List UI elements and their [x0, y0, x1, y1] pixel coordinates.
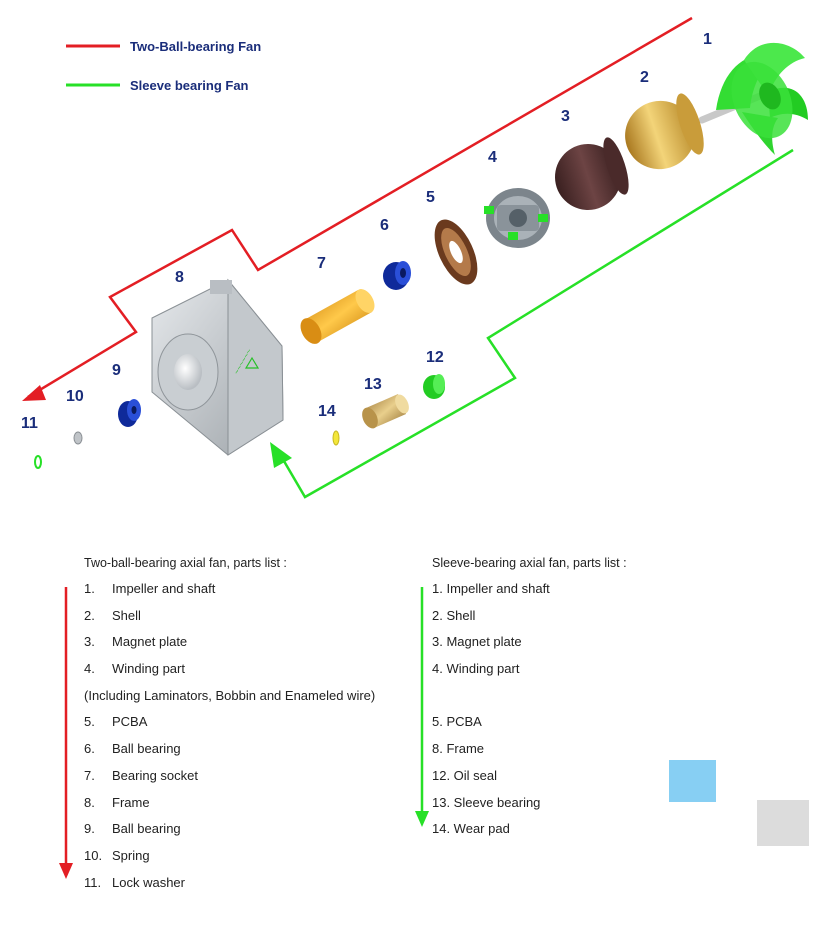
sleeve-parts-list: 1. Impeller and shaft 2. Shell 3. Magnet p…: [432, 576, 550, 843]
ball-list-item-number: 8.: [84, 794, 95, 810]
part-number-1: 1: [703, 31, 712, 48]
ball-list-item-text: PCBA: [112, 714, 148, 730]
ball-list-item-number: 1.: [84, 581, 95, 596]
ball-bearing-path: [27, 16, 693, 399]
ball-list-item: 2. Shell: [84, 603, 375, 630]
shell-part: [625, 93, 704, 170]
sleeve-list-item: 2. Shell: [432, 607, 476, 623]
sleeve-list-heading: Sleeve-bearing axial fan, parts list :: [432, 556, 627, 570]
legend-label-ball: Two-Ball-bearing Fan: [130, 39, 261, 54]
part-number-13: 13: [364, 376, 382, 393]
ball-list-item-text: Shell: [112, 607, 141, 623]
ball-list-item-number: 5.: [84, 714, 95, 730]
ball-list-heading: Two-ball-bearing axial fan, parts list :: [84, 556, 287, 570]
ball-list-item: 3. Magnet plate: [84, 629, 375, 656]
sleeve-bearing-part: [362, 394, 409, 429]
ball-list-item-text: Frame: [112, 794, 150, 810]
ball-list-item-text: Spring: [112, 847, 150, 863]
ball-list-item-number: 10.: [84, 847, 103, 863]
ball-list-item-number: 2.: [84, 607, 95, 623]
ball-list-item-number: 7.: [84, 767, 95, 783]
ball-list-item: 4. Winding part: [84, 656, 375, 683]
part-number-5: 5: [426, 189, 435, 206]
ball-list-item-text: Winding part: [112, 661, 185, 677]
spring-part: [73, 431, 83, 445]
ball-list-item-text: Ball bearing: [112, 821, 181, 837]
ball-list-item-text: Bearing socket: [112, 767, 198, 783]
sleeve-list-item: 5. PCBA: [432, 714, 482, 730]
impeller-part: [698, 42, 808, 155]
ball-list-item: 11. Lock washer: [84, 870, 375, 897]
lock-washer-part: [34, 455, 42, 469]
ball-bearing-part-9: [118, 399, 141, 427]
pcba-part: [434, 219, 478, 285]
sleeve-list-item: 4. Winding part: [432, 661, 520, 677]
ball-list-item-number: 4.: [84, 661, 95, 677]
part-number-7: 7: [317, 255, 326, 272]
bearing-socket-part: [300, 289, 375, 344]
ball-list-item: 10. Spring: [84, 843, 375, 870]
legend-label-sleeve: Sleeve bearing Fan: [130, 78, 249, 93]
part-number-11: 11: [21, 415, 38, 432]
sleeve-list-item: 3. Magnet plate: [432, 634, 522, 650]
ball-list-item-number: 6.: [84, 741, 95, 757]
part-number-4: 4: [488, 149, 497, 166]
sleeve-list-item: 13. Sleeve bearing: [432, 794, 541, 810]
gray-swatch: [757, 800, 809, 846]
sleeve-list-arrow: [415, 587, 429, 827]
ball-bearing-path-arrowhead: [22, 385, 46, 401]
ball-bearing-part-6: [383, 261, 411, 290]
blue-swatch: [669, 760, 716, 802]
part-number-9: 9: [112, 362, 121, 379]
part-number-14: 14: [318, 403, 336, 420]
ball-list-item: (Including Laminators, Bobbin and Enamel…: [84, 683, 375, 710]
exploded-fan-diagram: Two-Ball-bearing Fan Sleeve bearing Fan: [21, 16, 808, 499]
part-number-2: 2: [640, 69, 649, 86]
ball-list-item-text: (Including Laminators, Bobbin and Enamel…: [84, 687, 376, 703]
ball-list-item: 1. Impeller and shaft: [84, 576, 375, 603]
ball-list-item-number: 11.: [84, 874, 102, 890]
sleeve-bearing-path-arrowhead: [270, 442, 292, 468]
sleeve-list-item: 14. Wear pad: [432, 821, 510, 837]
part-number-8: 8: [175, 269, 184, 286]
sleeve-bearing-path: [279, 148, 794, 499]
ball-list-item: 6. Ball bearing: [84, 736, 375, 763]
ball-list-item-text: Impeller and shaft: [112, 581, 216, 596]
oil-seal-part: [423, 374, 445, 399]
part-number-6: 6: [380, 217, 389, 234]
sleeve-list-item: 1. Impeller and shaft: [432, 581, 550, 596]
ball-list-item-text: Lock washer: [112, 874, 185, 890]
ball-list-arrow: [59, 587, 73, 879]
sleeve-list-item: 12. Oil seal: [432, 767, 498, 783]
wear-pad-part: [332, 430, 340, 446]
sleeve-list-item: 8. Frame: [432, 741, 485, 757]
winding-part: [484, 188, 550, 248]
ball-list-item-number: 9.: [84, 821, 95, 837]
ball-parts-list: 1. Impeller and shaft 2. Shell 3. Magnet plat…: [84, 576, 375, 896]
frame-part: ~~~~~~: [151, 278, 284, 456]
ball-list-item-text: Magnet plate: [112, 634, 188, 650]
part-number-12: 12: [426, 349, 444, 366]
ball-list-item: 5. PCBA: [84, 709, 375, 736]
magnet-plate-part: [555, 137, 629, 210]
ball-list-item-number: 3.: [84, 634, 95, 650]
part-number-3: 3: [561, 108, 570, 125]
ball-list-item-text: Ball bearing: [112, 741, 181, 757]
ball-list-item: 8. Frame: [84, 790, 375, 817]
part-number-10: 10: [66, 388, 84, 405]
ball-list-item: 9. Ball bearing: [84, 816, 375, 843]
ball-list-item: 7. Bearing socket: [84, 763, 375, 790]
